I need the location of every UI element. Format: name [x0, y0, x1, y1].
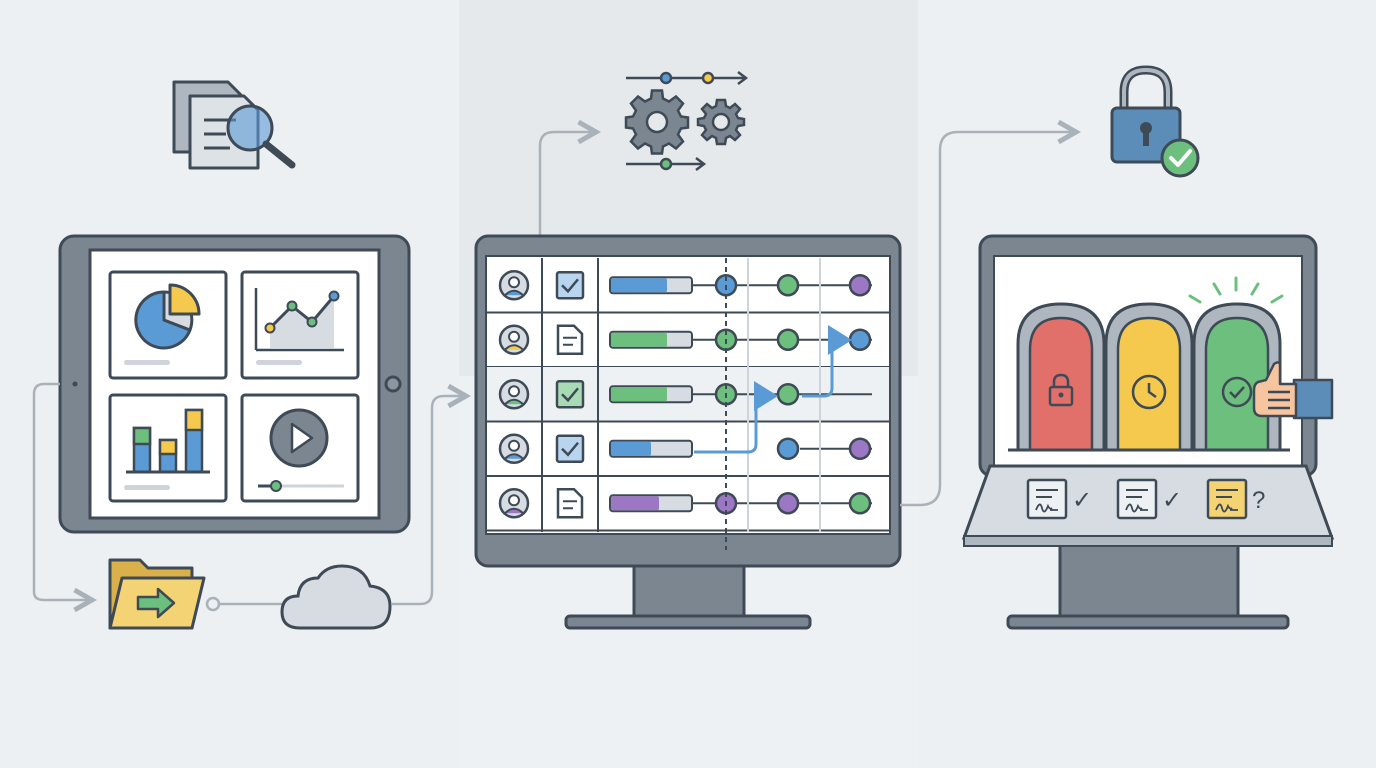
- check-icon: [1221, 376, 1253, 408]
- tile-video[interactable]: [240, 393, 360, 503]
- tablet-camera: [72, 381, 78, 387]
- tile-caption-bar: [124, 360, 170, 365]
- gear-small-icon: [696, 98, 746, 146]
- milestone-dot[interactable]: [848, 274, 872, 297]
- gears-pipeline-icon: [624, 71, 749, 171]
- milestone-dot[interactable]: [848, 328, 872, 351]
- gate-yellow[interactable]: [1104, 302, 1194, 452]
- connector-tablet-to-folder: [32, 382, 92, 600]
- documents-search-icon: [172, 80, 296, 170]
- padlock-check-icon: [1110, 65, 1200, 178]
- gate-green[interactable]: [1192, 302, 1282, 452]
- approval-gates: [1016, 302, 1282, 452]
- tile-line-chart[interactable]: [240, 270, 360, 380]
- table-row[interactable]: [486, 367, 890, 423]
- user-icon: [498, 324, 530, 355]
- checkbox-checked-icon[interactable]: [555, 271, 585, 300]
- clock-icon: [1131, 374, 1167, 410]
- document-icon: [556, 488, 584, 519]
- task-progress-bar: [609, 276, 693, 295]
- gear-large-icon: [624, 89, 690, 155]
- milestone-dot[interactable]: [776, 492, 800, 515]
- document-status-mark: ✓: [1162, 487, 1182, 514]
- dependency-arrow-1: [694, 381, 778, 454]
- task-table: [486, 258, 890, 550]
- table-row[interactable]: [486, 270, 890, 314]
- task-progress-bar: [609, 494, 693, 513]
- pending-document-icon[interactable]: ?: [1206, 478, 1265, 520]
- timeline-track: [776, 437, 872, 460]
- monitor-device: [474, 234, 902, 630]
- tile-pie-chart[interactable]: [108, 270, 228, 380]
- milestone-dot[interactable]: [848, 492, 872, 515]
- gate-red[interactable]: [1016, 302, 1106, 452]
- document-status-mark: ?: [1252, 487, 1265, 514]
- tile-caption-bar: [256, 360, 302, 365]
- dependency-arrow-2: [802, 325, 852, 398]
- connector-process-to-gears: [538, 132, 596, 238]
- signed-document-icon[interactable]: ✓: [1026, 478, 1092, 520]
- document-icon: [556, 324, 584, 355]
- user-icon: [498, 379, 530, 410]
- play-video-icon: [269, 408, 329, 468]
- signed-document-icon[interactable]: ✓: [1116, 478, 1182, 520]
- user-icon: [498, 433, 530, 464]
- task-progress-bar: [609, 330, 693, 349]
- table-row[interactable]: [486, 488, 890, 532]
- tile-bar-chart[interactable]: [108, 393, 228, 503]
- milestone-dot[interactable]: [776, 328, 800, 351]
- user-icon: [498, 270, 530, 301]
- approval-documents: ✓ ✓?: [1026, 478, 1265, 520]
- table-row[interactable]: [486, 433, 890, 477]
- folder-arrow-icon[interactable]: [108, 558, 206, 630]
- milestone-dot[interactable]: [776, 274, 800, 297]
- checkbox-checked-icon[interactable]: [555, 434, 585, 463]
- connector-cloud-to-process: [392, 396, 466, 606]
- tile-caption-bar: [124, 485, 170, 490]
- milestone-dot[interactable]: [848, 437, 872, 460]
- line-chart-icon: [254, 288, 344, 352]
- approval-burst: [1188, 276, 1284, 304]
- thumbs-up-hand-icon: [1252, 361, 1334, 420]
- user-icon: [498, 488, 530, 519]
- video-progress-slider[interactable]: [258, 480, 344, 492]
- bar-chart-icon: [126, 408, 210, 474]
- cloud-icon[interactable]: [280, 564, 392, 630]
- task-progress-bar: [609, 385, 693, 404]
- pie-chart-icon: [134, 283, 201, 350]
- task-progress-bar: [609, 439, 693, 458]
- lock-icon: [1048, 373, 1074, 407]
- milestone-dot[interactable]: [776, 437, 800, 460]
- tablet-home-button[interactable]: [384, 375, 402, 393]
- checkbox-checked-icon[interactable]: [555, 380, 585, 409]
- document-status-mark: ✓: [1072, 487, 1092, 514]
- milestone-dot[interactable]: [776, 383, 800, 406]
- connector-process-to-approve: [900, 132, 1076, 507]
- connector-node: [205, 596, 221, 612]
